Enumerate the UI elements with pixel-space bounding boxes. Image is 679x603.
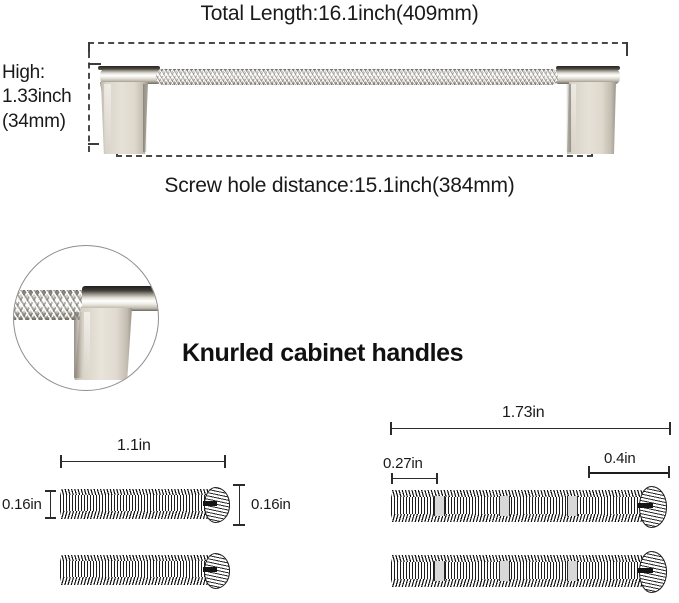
handle-left-collar	[100, 69, 162, 84]
knurled-bar	[156, 69, 558, 85]
long-screw-2-head	[639, 551, 667, 593]
height-label: High: 1.33inch (34mm)	[2, 62, 72, 132]
short-screw-length-line	[60, 461, 225, 462]
short-screw-2-thread-top	[60, 555, 211, 562]
long-screw-segment-tick-left-b	[436, 473, 438, 484]
short-screw-diameter-tick-left-bottom	[45, 517, 56, 519]
long-screw-segment-line-left	[391, 478, 437, 479]
short-screw-length-tick-left	[60, 455, 62, 468]
long-screw-length-label: 1.73in	[502, 404, 545, 421]
screw-hole-distance-label: Screw hole distance:15.1inch(384mm)	[164, 174, 515, 197]
short-screw-diameter-line-right	[239, 484, 240, 525]
long-screw-length-line	[390, 428, 670, 429]
short-screw-2-thread-bottom	[60, 577, 211, 585]
long-screw-segment-label-right: 0.4in	[604, 450, 636, 467]
long-screw-2-thread-top	[391, 555, 646, 563]
short-screw-diameter-tick-right-bottom	[233, 524, 245, 526]
detail-foot-highlight	[84, 312, 90, 376]
handle-right-foot-highlight	[570, 84, 576, 150]
knurl-section-title: Knurled cabinet handles	[182, 339, 464, 367]
short-screw-diameter-label-left: 0.16in	[2, 496, 42, 513]
long-screw-2-thread-bottom	[391, 579, 646, 587]
screw-hole-dimension-line	[116, 155, 593, 157]
short-screw-1	[58, 487, 230, 523]
handle-right-collar	[554, 69, 620, 84]
height-tick-bottom	[88, 143, 99, 145]
long-screw-segment-tick-right-a	[588, 466, 591, 478]
short-screw-1-thread-top	[60, 489, 211, 496]
long-screw-1-thread-bottom	[391, 514, 646, 522]
long-screw-segment-line-right	[588, 472, 670, 474]
detail-foot-left-edge	[74, 312, 83, 378]
handle-left-foot-highlight	[104, 84, 111, 150]
short-screw-diameter-tick-left-top	[45, 490, 56, 492]
detail-collar	[82, 291, 158, 311]
short-screw-diameter-label-right: 0.16in	[251, 496, 291, 513]
total-length-tick-right	[626, 42, 628, 56]
long-screw-segment-tick-left-a	[391, 473, 393, 484]
long-screw-1-thread-top	[391, 490, 646, 498]
long-screw-1-seam-3	[567, 496, 578, 516]
long-screw-2-seam-1	[434, 561, 445, 581]
knurl-detail-circle	[13, 245, 159, 391]
short-screw-2-head-slot	[203, 567, 217, 572]
short-screw-length-tick-right	[224, 455, 226, 468]
handle-right-foot	[567, 82, 616, 154]
short-screw-2	[58, 553, 230, 589]
short-screw-2-shaft	[60, 561, 211, 578]
short-screw-diameter-tick-right-top	[233, 484, 245, 486]
long-screw-2-head-slot	[638, 568, 653, 573]
short-screw-diameter-line-left	[50, 490, 51, 518]
short-screw-1-thread-bottom	[60, 511, 211, 519]
handle-right-foot-top-edge	[556, 66, 620, 70]
long-screw-1-seam-1	[434, 496, 445, 516]
long-screw-2-shaft	[391, 562, 646, 580]
total-length-label: Total Length:16.1inch(409mm)	[200, 2, 479, 25]
long-screw-1-shaft	[391, 497, 646, 515]
long-screw-1-seam-2	[499, 496, 510, 516]
detail-foot-top-edge	[82, 286, 158, 293]
cabinet-handle-drawing	[88, 58, 628, 154]
height-tick-top	[88, 63, 101, 65]
handle-left-foot-top-edge	[98, 66, 160, 70]
long-screw-1-head-slot	[638, 503, 653, 508]
total-length-dimension-line	[88, 42, 628, 44]
handle-right-foot-inner-edge	[566, 84, 571, 152]
height-dimension-line	[88, 52, 90, 152]
long-screw-2	[389, 551, 671, 593]
long-screw-segment-tick-right-b	[668, 466, 671, 478]
long-screw-length-tick-left	[390, 422, 392, 435]
long-screw-2-seam-3	[567, 561, 578, 581]
long-screw-1	[389, 486, 671, 528]
short-screw-length-label: 1.1in	[117, 437, 151, 454]
long-screw-segment-label-left: 0.27in	[383, 455, 423, 472]
short-screw-1-shaft	[60, 495, 211, 512]
short-screw-1-head-slot	[203, 501, 217, 506]
total-length-tick-left	[88, 42, 90, 53]
long-screw-length-tick-right	[669, 422, 671, 435]
long-screw-2-seam-2	[499, 561, 510, 581]
handle-left-foot-inner-edge	[143, 84, 147, 152]
